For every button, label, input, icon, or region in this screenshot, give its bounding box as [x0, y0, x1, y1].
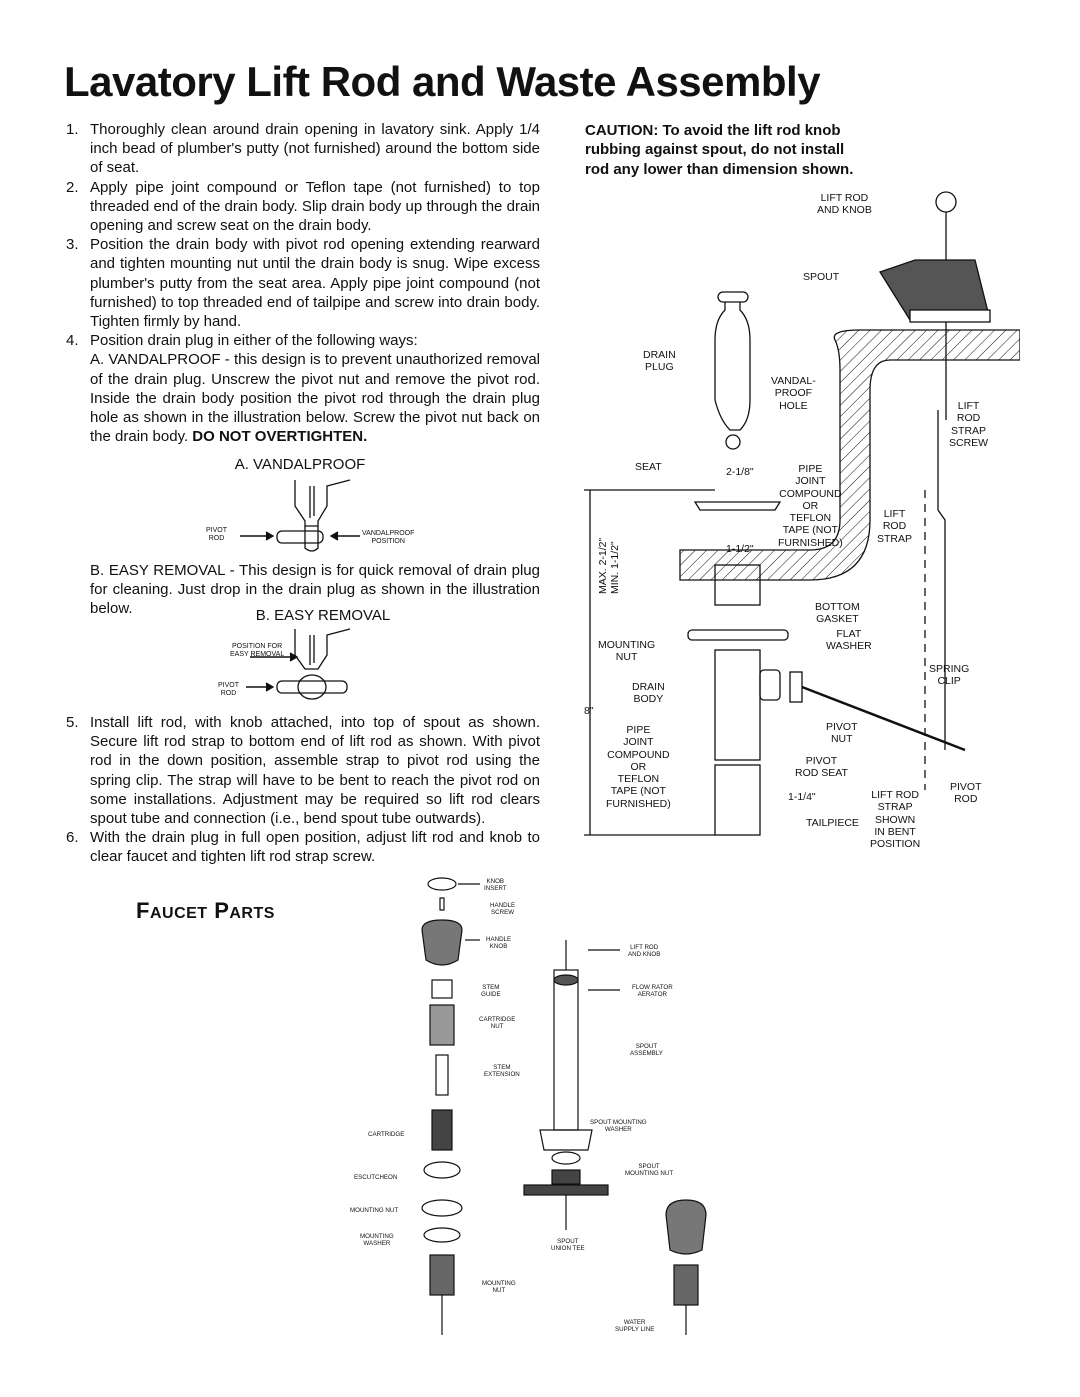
label-lift-rod-strap: LIFT ROD STRAP: [877, 508, 913, 545]
label-pivot-rod: PIVOT ROD: [950, 781, 982, 806]
fig-b-caption: B. EASY REMOVAL: [255, 607, 391, 624]
step-2: 2.Apply pipe joint compound or Teflon ta…: [66, 178, 540, 235]
step-4b: B. EASY REMOVAL - This design is for qui…: [90, 562, 540, 618]
part-mounting-washer: MOUNTING WASHER: [360, 1233, 394, 1247]
label-lift-rod-bent: LIFT ROD STRAP SHOWN IN BENT POSITION: [870, 789, 921, 851]
label-seat: SEAT: [635, 461, 662, 473]
part-mounting-nut: MOUNTING NUT: [350, 1207, 399, 1214]
faucet-parts-diagram: [421, 877, 707, 1335]
part-knob-insert: KNOB INSERT: [484, 878, 507, 892]
fig-b-pivot-rod: PIVOT ROD: [218, 682, 240, 697]
fig-a-position: VANDALPROOF POSITION: [362, 530, 415, 545]
page-title: Lavatory Lift Rod and Waste Assembly: [64, 58, 821, 105]
step-4a: A. VANDALPROOF - this design is to preve…: [90, 351, 540, 446]
label-tailpiece: TAILPIECE: [806, 817, 859, 829]
label-lift-rod-strap-screw: LIFT ROD STRAP SCREW: [949, 400, 989, 449]
label-lift-rod-knob: LIFT ROD AND KNOB: [817, 192, 872, 217]
part-cartridge: CARTRIDGE: [368, 1131, 405, 1138]
drain-assembly-diagram: [584, 191, 1020, 836]
part-spout-assembly: SPOUT ASSEMBLY: [630, 1043, 663, 1057]
label-dim-2-1-8: 2-1/8": [726, 466, 754, 478]
label-pipe-joint-bottom: PIPE JOINT COMPOUND OR TEFLON TAPE (NOT …: [606, 724, 671, 810]
step-5: 5.Install lift rod, with knob attached, …: [66, 714, 540, 828]
label-dim-1-1-4: 1-1/4": [788, 791, 816, 803]
label-max-min: MAX. 2-1/2" MIN. 1-1/2": [597, 537, 621, 594]
part-flow-rator: FLOW RATOR AERATOR: [632, 984, 673, 998]
step-1: 1.Thoroughly clean around drain opening …: [66, 121, 540, 177]
step-3: 3.Position the drain body with pivot rod…: [66, 236, 540, 331]
label-spring-clip: SPRING CLIP: [929, 663, 970, 688]
easy-removal-figure: [246, 628, 351, 700]
part-spout-mounting-washer: SPOUT MOUNTING WASHER: [590, 1119, 647, 1133]
label-drain-body: DRAIN BODY: [632, 681, 665, 706]
label-bottom-gasket: BOTTOM GASKET: [815, 601, 860, 626]
fig-a-pivot-rod: PIVOT ROD: [206, 527, 228, 542]
caution-note: CAUTION: To avoid the lift rod knob rubb…: [585, 122, 854, 178]
step-6: 6.With the drain plug in full open posit…: [66, 829, 540, 866]
part-escutcheon: ESCUTCHEON: [354, 1174, 398, 1181]
part-lift-rod-knob: LIFT ROD AND KNOB: [628, 944, 661, 958]
label-dim-1-1-2: 1-1/2": [726, 543, 754, 555]
vandalproof-figure: [240, 479, 360, 552]
label-drain-plug: DRAIN PLUG: [643, 349, 676, 374]
label-pipe-joint-top: PIPE JOINT COMPOUND OR TEFLON TAPE (NOT …: [778, 463, 843, 549]
overtighten-warning: DO NOT OVERTIGHTEN.: [192, 428, 368, 446]
label-spout: SPOUT: [803, 271, 840, 283]
part-handle-knob: HANDLE KNOB: [486, 936, 512, 950]
instructions-column: 1.Thoroughly clean around drain opening …: [64, 120, 540, 446]
part-spout-mounting-nut: SPOUT MOUNTING NUT: [625, 1163, 674, 1177]
fig-b-position: POSITION FOR EASY REMOVAL: [230, 643, 285, 658]
fig-a-caption: A. VANDALPROOF: [234, 456, 366, 473]
step-4: 4.Position drain plug in either of the f…: [66, 332, 418, 350]
steps-5-6: 5.Install lift rod, with knob attached, …: [64, 713, 540, 867]
part-spout-union-tee: SPOUT UNION TEE: [551, 1238, 585, 1252]
label-pivot-rod-seat: PIVOT ROD SEAT: [795, 755, 848, 780]
label-dim-8: 8": [584, 705, 594, 717]
part-stem-guide: STEM GUIDE: [481, 984, 501, 998]
part-cartridge-nut: CARTRIDGE NUT: [479, 1016, 516, 1030]
part-mounting-nut-2: MOUNTING NUT: [482, 1280, 516, 1294]
faucet-parts-heading: FAUCET PARTS: [136, 898, 275, 923]
part-stem-extension: STEM EXTENSION: [484, 1064, 520, 1078]
label-mounting-nut: MOUNTING NUT: [598, 639, 656, 664]
steps-list: 1.Thoroughly clean around drain opening …: [64, 120, 540, 350]
part-handle-screw: HANDLE SCREW: [490, 902, 516, 916]
part-water-supply: WATER SUPPLY LINE: [615, 1319, 655, 1333]
label-pivot-nut: PIVOT NUT: [826, 721, 858, 746]
label-flat-washer: FLAT WASHER: [826, 628, 872, 653]
label-vandalproof-hole: VANDAL- PROOF HOLE: [771, 375, 816, 412]
